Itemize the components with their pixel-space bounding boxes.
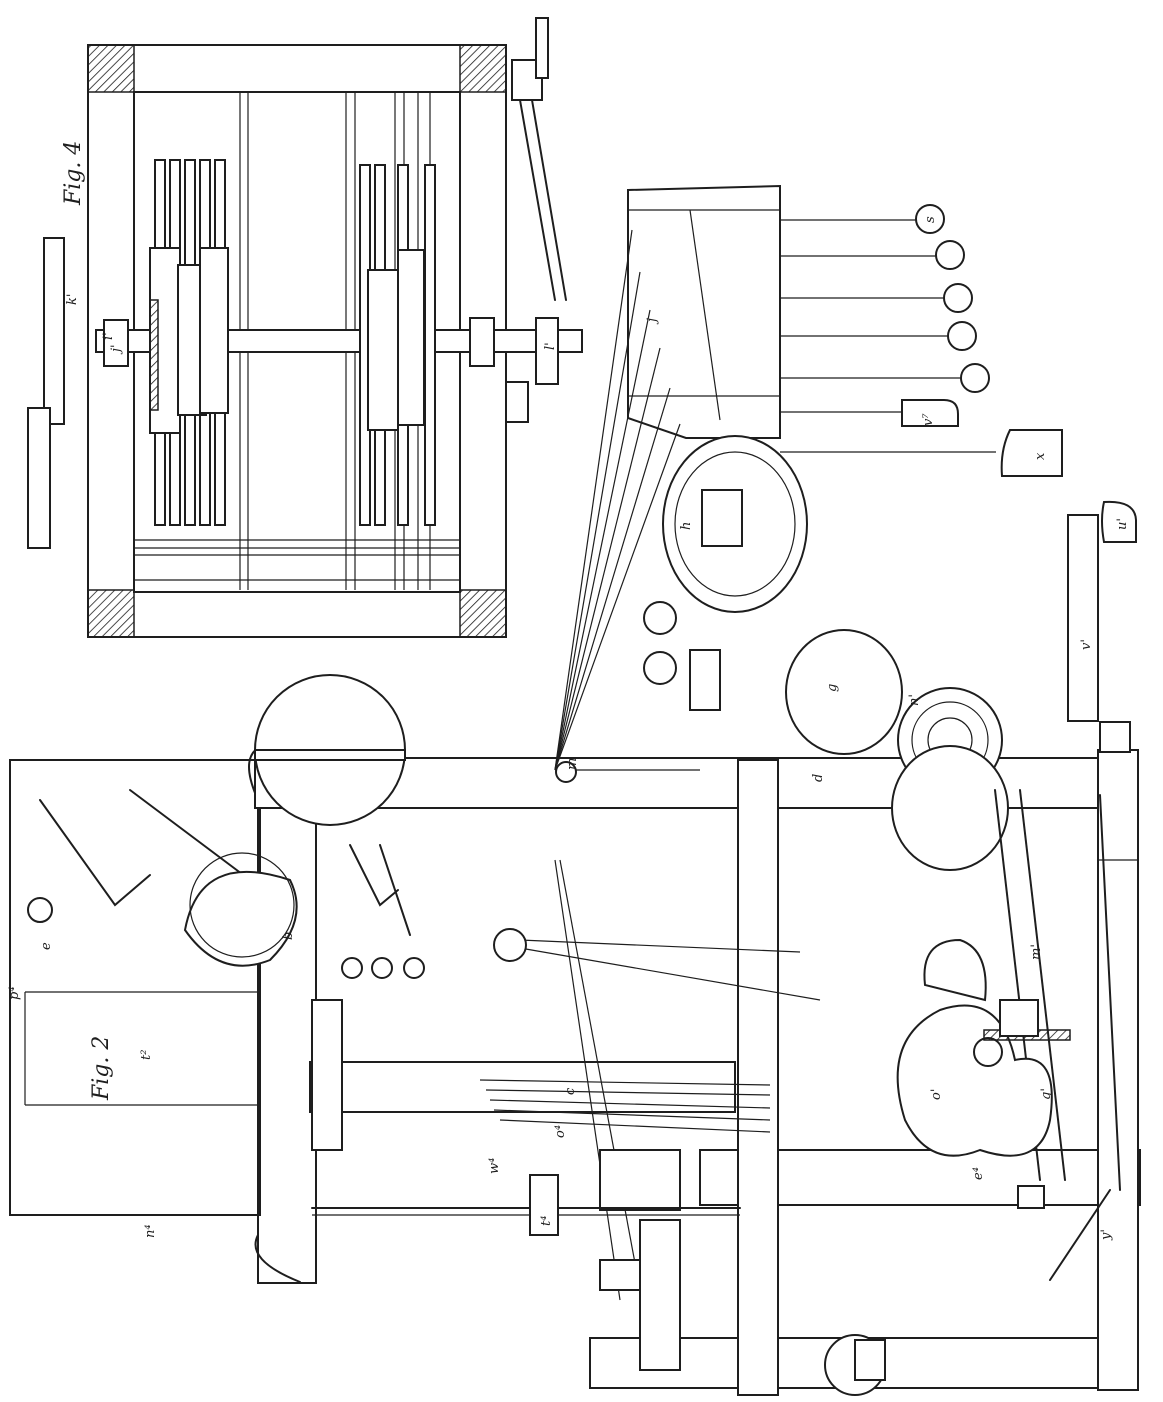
fig4-corner-post xyxy=(87,589,135,638)
label-j1: j' xyxy=(109,344,124,355)
pulley-frame xyxy=(9,759,261,1216)
label-n1: n' xyxy=(907,694,922,706)
label-i1: i' xyxy=(101,332,116,340)
label-k1: k' xyxy=(65,294,80,305)
label-e4: e⁴ xyxy=(971,1167,986,1180)
fig4-drawing xyxy=(27,17,583,638)
label-j: j xyxy=(645,318,660,325)
fig4-corner-post xyxy=(459,589,507,638)
label-v1: v' xyxy=(1079,639,1094,650)
label-v7: v⁷ xyxy=(921,413,936,426)
fig4-corner-post xyxy=(459,44,507,93)
upper-rail xyxy=(257,747,317,1284)
label-t4: t⁴ xyxy=(539,1216,554,1226)
label-d: d xyxy=(811,774,826,782)
fig4-label: Fig. 4 xyxy=(61,141,86,206)
label-w4: w⁴ xyxy=(487,1158,502,1174)
label-m1: m' xyxy=(1029,944,1044,960)
label-c: c xyxy=(563,1087,578,1095)
label-t2: t² xyxy=(139,1050,154,1060)
label-u1: u' xyxy=(1115,518,1130,530)
fig4-corner-post xyxy=(87,44,135,93)
fig2-drawing xyxy=(9,184,1141,1396)
fig2-label: Fig. 2 xyxy=(89,1036,114,1101)
label-x: x xyxy=(1033,452,1048,460)
cam-o1 xyxy=(896,1004,1053,1157)
label-g: g xyxy=(825,684,840,692)
label-q1: q' xyxy=(1039,1088,1054,1100)
label-o1: o' xyxy=(929,1089,944,1100)
label-l1: l' xyxy=(543,342,558,350)
wheel-g xyxy=(785,629,903,755)
label-e: e xyxy=(39,942,54,950)
label-b: b xyxy=(281,932,296,940)
label-h: h xyxy=(679,522,694,530)
label-m: m xyxy=(565,758,580,770)
label-y1: y' xyxy=(1099,1229,1114,1241)
letter-labels: s v⁷ x u' v' h j g n' d m b c o' m' i' j… xyxy=(7,216,1130,1241)
loom-beam-lower xyxy=(309,1061,736,1113)
label-o4: o⁴ xyxy=(553,1125,568,1138)
label-p4: p⁴ xyxy=(7,986,22,1000)
label-n4: n⁴ xyxy=(143,1224,158,1238)
label-s: s xyxy=(923,216,938,223)
